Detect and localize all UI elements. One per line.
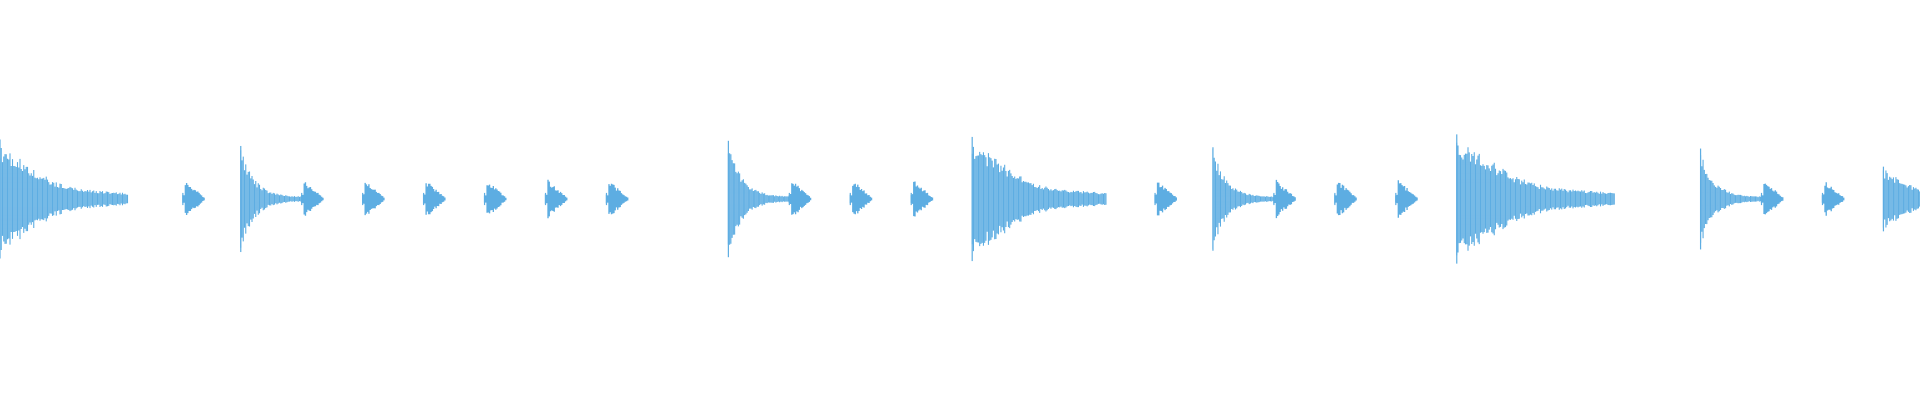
waveform-hit: [1760, 183, 1784, 215]
waveform-layer: [0, 134, 1920, 264]
waveform-hit: [1699, 148, 1777, 250]
waveform-hit: [1273, 179, 1296, 219]
waveform-hit: [483, 184, 507, 214]
waveform-hit: [788, 183, 812, 215]
waveform-hit: [1456, 134, 1615, 264]
waveform-hit: [1154, 182, 1177, 216]
waveform-hit: [0, 139, 129, 259]
waveform-hit: [605, 183, 629, 215]
waveform-hit: [361, 182, 385, 216]
waveform-hit: [971, 136, 1107, 262]
waveform-hit: [182, 182, 205, 216]
waveform-hit: [544, 179, 568, 219]
waveform-hit: [301, 182, 324, 216]
waveform-path: [0, 147, 129, 251]
waveform-hit: [727, 140, 804, 258]
waveform-hit: [1395, 180, 1418, 218]
waveform-hit: [910, 181, 934, 217]
waveform-hit: [422, 183, 446, 215]
waveform-hit: [849, 183, 873, 215]
waveform-hit: [1882, 166, 1920, 232]
waveform-hit: [1334, 182, 1357, 216]
waveform-hit: [1821, 182, 1845, 216]
